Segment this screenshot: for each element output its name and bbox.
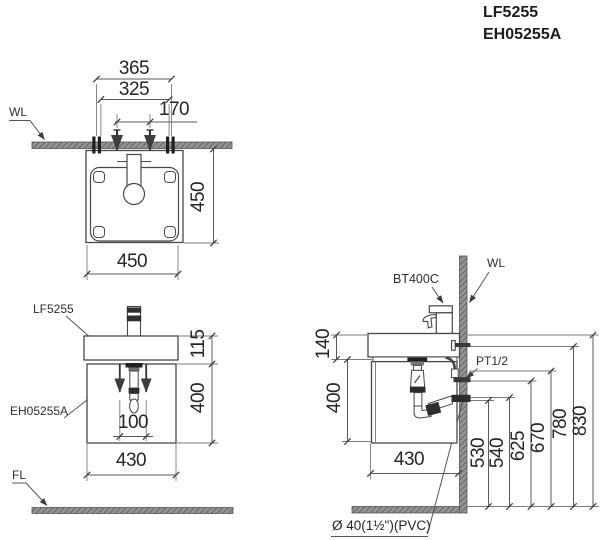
mount-bracket — [451, 340, 456, 351]
basin-side — [367, 332, 461, 358]
dim-625: 625 — [508, 430, 529, 462]
dimension-lines-side — [336, 335, 594, 507]
mount-bolts — [92, 136, 175, 154]
drain-stub-wall — [451, 394, 471, 402]
supply-stub-wall — [453, 377, 471, 383]
dim-115: 115 — [188, 329, 209, 359]
faucet-leader — [431, 286, 444, 304]
wl-leader-side — [469, 271, 490, 303]
bottle-trap — [407, 357, 454, 419]
corner-pad — [93, 171, 105, 183]
floor-section-side — [351, 506, 460, 514]
dim-365: 365 — [118, 58, 150, 79]
extension-lines-side — [331, 334, 599, 480]
label-basin-model: LF5255 — [33, 302, 74, 316]
label-cabinet-model: EH05255A — [10, 404, 69, 418]
dim-325: 325 — [118, 79, 150, 100]
faucet-side — [422, 305, 453, 335]
union-nut — [425, 401, 442, 416]
fl-leader — [12, 482, 48, 506]
dim-450-depth: 450 — [188, 181, 209, 213]
dim-140: 140 — [313, 328, 334, 360]
label-wl-top: WL — [9, 105, 27, 119]
label-fl: FL — [12, 468, 27, 482]
floor-section-front — [31, 507, 234, 514]
label-wl-side: WL — [487, 256, 505, 270]
supply-leader — [466, 368, 478, 379]
label-supply: PT1/2 — [476, 354, 509, 368]
dim-400-front: 400 — [188, 382, 209, 414]
title-model-2: EH05255A — [483, 26, 562, 43]
title-model-1: LF5255 — [483, 4, 539, 21]
dim-170: 170 — [158, 99, 190, 120]
dim-830: 830 — [570, 405, 591, 437]
wl-leader-top — [9, 120, 45, 140]
dimension-lines-top — [87, 78, 214, 275]
faucet-plan-base — [122, 182, 146, 206]
corner-pad — [93, 226, 105, 238]
faucet-band — [126, 307, 142, 313]
angle-valve — [451, 368, 459, 379]
corner-pad — [164, 226, 176, 238]
drain-front — [125, 363, 143, 414]
extension-lines-front — [86, 335, 218, 481]
wall-section-side — [459, 255, 468, 514]
basin-front — [83, 335, 179, 361]
label-drain-pipe: Ø 40(1½")(PVC) — [332, 518, 431, 533]
dim-430-front: 430 — [115, 450, 147, 471]
dim-100: 100 — [117, 412, 149, 433]
dimension-ticks — [83, 75, 597, 511]
supply-hose — [445, 356, 457, 370]
dim-670: 670 — [528, 422, 549, 454]
dim-450-width: 450 — [116, 251, 148, 272]
front-view — [12, 305, 234, 514]
label-faucet-model: BT400C — [393, 272, 439, 286]
wall-section-top — [31, 141, 233, 149]
dim-430-side: 430 — [393, 449, 425, 470]
dim-400-side: 400 — [324, 382, 345, 414]
dim-540: 540 — [487, 437, 508, 469]
side-view — [331, 255, 599, 537]
faucet-band — [126, 315, 142, 322]
dim-780: 780 — [550, 408, 571, 440]
mount-bolt-side — [455, 343, 471, 347]
top-view — [9, 78, 233, 280]
corner-pad — [164, 171, 176, 183]
faucet-hole-anchors — [111, 129, 156, 151]
